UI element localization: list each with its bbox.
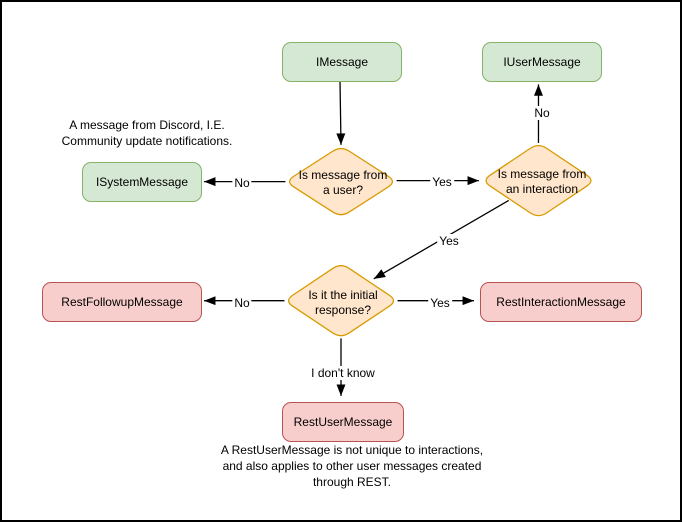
edge-label-initial-unknown: I don't know	[309, 366, 377, 380]
edge-label-interaction-no: No	[532, 106, 552, 120]
edge-label-initial-yes: Yes	[428, 296, 452, 310]
annotation-system-message-note: A message from Discord, I.E. Community u…	[61, 118, 233, 149]
node-iusermessage: IUserMessage	[482, 42, 602, 82]
node-restfollowupmessage: RestFollowupMessage	[42, 282, 202, 322]
decision-initial-response-shape	[287, 265, 395, 337]
edge-label-user-yes: Yes	[430, 175, 454, 189]
edge-label-user-no: No	[232, 176, 252, 190]
edge-label-initial-no: No	[232, 296, 252, 310]
edge-imessage-to-user-decision	[336, 81, 346, 145]
node-restusermessage: RestUserMessage	[282, 402, 404, 442]
decision-from-user-shape	[288, 147, 394, 216]
node-imessage: IMessage	[282, 42, 402, 82]
node-restinteractionmessage: RestInteractionMessage	[480, 282, 642, 322]
decision-from-interaction-shape	[485, 144, 592, 217]
edge-label-interaction-yes: Yes	[437, 234, 461, 248]
node-isystemmessage: ISystemMessage	[82, 162, 202, 202]
annotation-restuser-note: A RestUserMessage is not unique to inter…	[220, 443, 484, 490]
